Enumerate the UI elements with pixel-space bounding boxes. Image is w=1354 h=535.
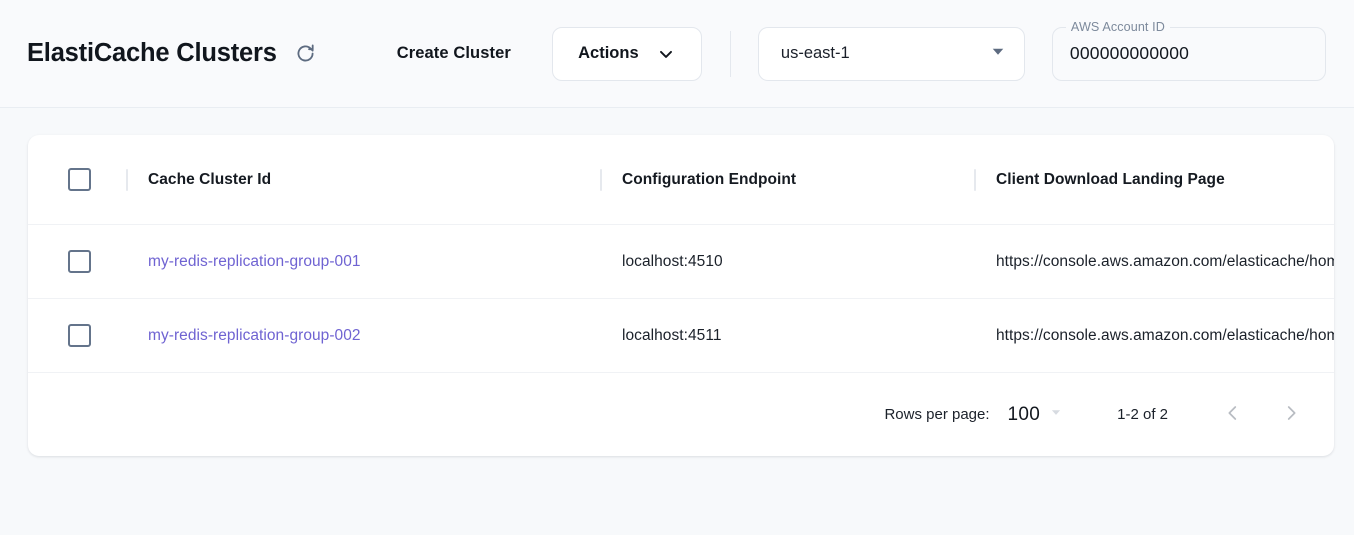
cluster-id-link[interactable]: my-redis-replication-group-001 bbox=[148, 252, 361, 270]
chevron-left-icon bbox=[1222, 402, 1244, 427]
header-divider bbox=[729, 30, 731, 77]
page-title: ElastiCache Clusters bbox=[27, 38, 277, 67]
row-checkbox[interactable] bbox=[67, 324, 91, 347]
previous-page-button[interactable] bbox=[1212, 394, 1254, 436]
chevron-down-icon bbox=[656, 44, 676, 64]
rows-per-page-select[interactable]: 100 bbox=[1008, 404, 1064, 426]
actions-dropdown-button[interactable]: Actions bbox=[551, 26, 702, 81]
row-checkbox[interactable] bbox=[67, 250, 91, 273]
app-header: ElastiCache Clusters Create Cluster Acti… bbox=[0, 0, 1354, 108]
region-select-value: us-east-1 bbox=[780, 44, 850, 62]
column-header-configuration-endpoint: Configuration Endpoint bbox=[622, 170, 797, 188]
table-row[interactable]: my-redis-replication-group-001 localhost… bbox=[28, 224, 1334, 298]
landing-page-value: https://console.aws.amazon.com/elasticac… bbox=[996, 326, 1334, 344]
refresh-button[interactable] bbox=[291, 39, 321, 69]
landing-page-value: https://console.aws.amazon.com/elasticac… bbox=[996, 252, 1334, 270]
column-header-landing-page-cell[interactable]: Client Download Landing Page bbox=[976, 171, 1334, 189]
row-select-cell bbox=[28, 324, 126, 347]
triangle-down-icon bbox=[989, 42, 1007, 65]
column-header-endpoint-cell[interactable]: Configuration Endpoint bbox=[602, 171, 974, 189]
aws-account-id-field[interactable]: AWS Account ID 000000000000 bbox=[1051, 19, 1326, 81]
aws-account-id-value: 000000000000 bbox=[1069, 43, 1190, 63]
triangle-down-icon bbox=[1049, 405, 1063, 424]
clusters-table-card: Cache Cluster Id Configuration Endpoint … bbox=[28, 135, 1334, 456]
cell-cluster-id: my-redis-replication-group-002 bbox=[128, 327, 600, 345]
chevron-right-icon bbox=[1280, 402, 1302, 427]
column-divider bbox=[600, 168, 602, 191]
column-header-cluster-id: Cache Cluster Id bbox=[148, 170, 272, 188]
row-select-cell bbox=[28, 250, 126, 273]
table-footer-row: Rows per page: 100 1-2 of 2 bbox=[28, 372, 1334, 455]
cell-configuration-endpoint: localhost:4511 bbox=[602, 327, 974, 345]
column-divider bbox=[974, 168, 976, 191]
cell-client-download-landing-page: https://console.aws.amazon.com/elasticac… bbox=[976, 327, 1334, 345]
rows-per-page-value: 100 bbox=[1007, 403, 1041, 425]
next-page-button[interactable] bbox=[1270, 394, 1312, 436]
select-all-checkbox[interactable] bbox=[67, 168, 91, 191]
table-row[interactable]: my-redis-replication-group-002 localhost… bbox=[28, 298, 1334, 372]
cell-client-download-landing-page: https://console.aws.amazon.com/elasticac… bbox=[976, 253, 1334, 271]
create-cluster-button[interactable]: Create Cluster bbox=[389, 38, 519, 69]
cell-configuration-endpoint: localhost:4510 bbox=[602, 253, 974, 271]
table-header-row: Cache Cluster Id Configuration Endpoint … bbox=[28, 135, 1334, 224]
rows-per-page-label: Rows per page: bbox=[884, 406, 990, 423]
actions-label: Actions bbox=[578, 44, 639, 62]
cluster-id-link[interactable]: my-redis-replication-group-002 bbox=[148, 326, 361, 344]
column-header-client-download-landing-page: Client Download Landing Page bbox=[996, 170, 1225, 188]
select-all-cell bbox=[28, 168, 126, 191]
pagination-range-label: 1-2 of 2 bbox=[1117, 406, 1168, 423]
column-header-cluster-id-cell[interactable]: Cache Cluster Id bbox=[128, 171, 600, 189]
refresh-icon bbox=[294, 42, 317, 65]
configuration-endpoint-value: localhost:4510 bbox=[622, 252, 723, 270]
cell-cluster-id: my-redis-replication-group-001 bbox=[128, 253, 600, 271]
configuration-endpoint-value: localhost:4511 bbox=[622, 326, 722, 344]
aws-account-id-label: AWS Account ID bbox=[1065, 19, 1170, 34]
region-select[interactable]: us-east-1 bbox=[757, 26, 1025, 81]
pagination-controls: Rows per page: 100 1-2 of 2 bbox=[884, 373, 1334, 456]
column-divider bbox=[126, 168, 128, 191]
title-group: ElastiCache Clusters bbox=[27, 39, 321, 69]
